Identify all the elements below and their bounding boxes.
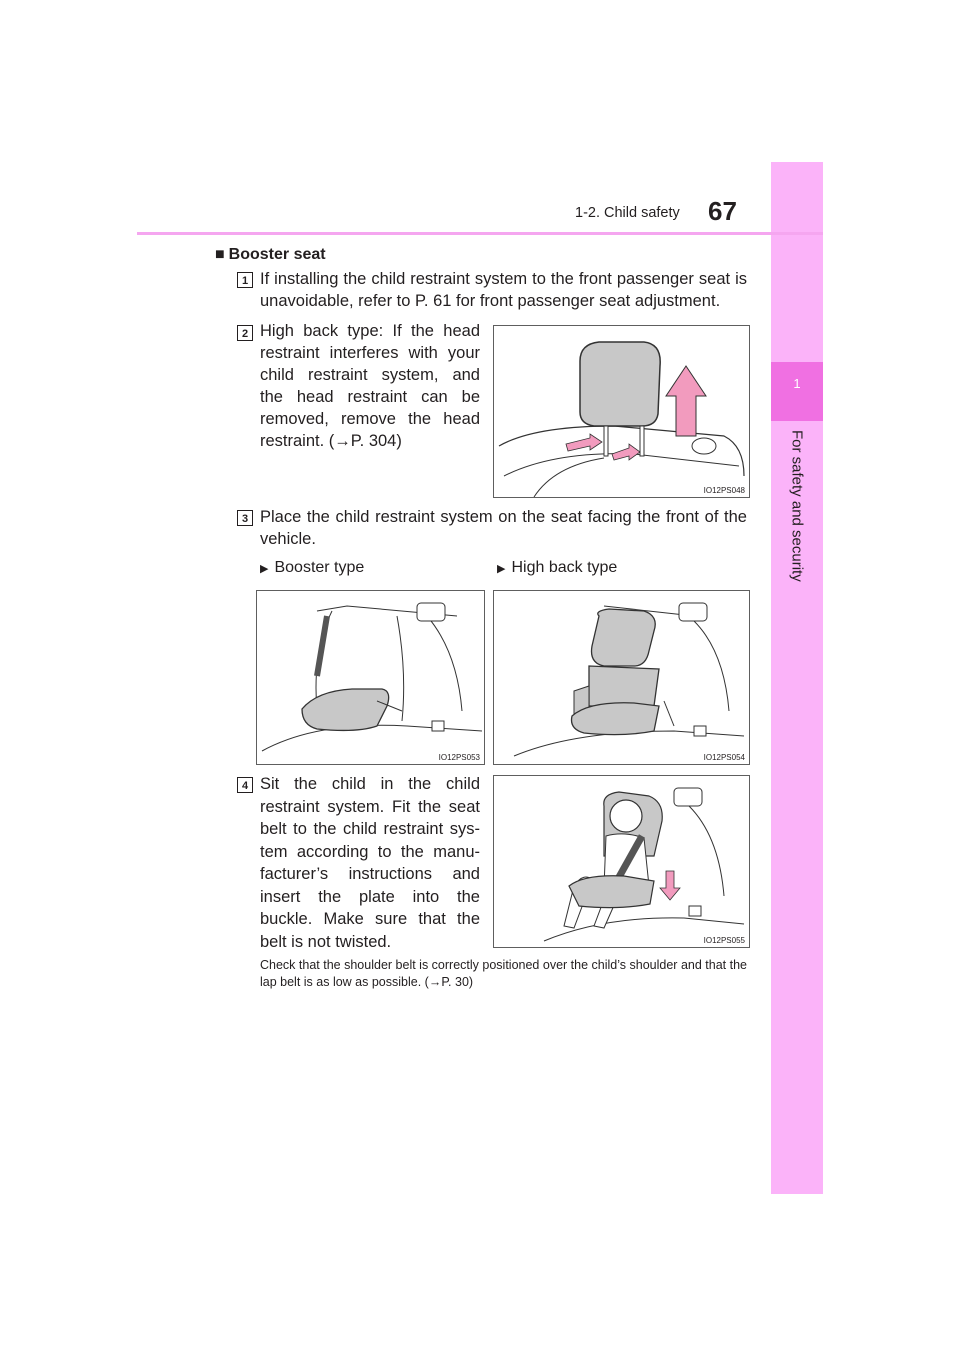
figure-id-1: IO12PS048 <box>703 486 745 495</box>
figure-id-2: IO12PS053 <box>438 753 480 762</box>
booster-seat-illustration <box>261 602 483 752</box>
section-marker: ■ <box>215 246 225 263</box>
page-number: 67 <box>708 196 737 226</box>
section-header: 1-2. Child safety <box>575 205 680 221</box>
step-number-4: 4 <box>237 777 253 793</box>
step-number-3: 3 <box>237 510 253 526</box>
figure-child-seated: IO12PS055 <box>493 775 750 948</box>
step-number-2: 2 <box>237 325 253 341</box>
head-restraint-illustration <box>498 341 745 498</box>
figure-head-restraint: IO12PS048 <box>493 325 750 498</box>
figure-booster-type: IO12PS053 <box>256 590 485 765</box>
chapter-number-badge <box>771 362 823 421</box>
figure-id-4: IO12PS055 <box>703 936 745 945</box>
header-rule <box>137 232 823 235</box>
step-4-text: Sit the child in the child restraint sys… <box>260 775 480 951</box>
figure-id-3: IO12PS054 <box>703 753 745 762</box>
chapter-number: 1 <box>793 376 801 391</box>
triangle-bullet-icon: ▶ <box>497 563 506 575</box>
step-3-text: Place the child restraint system on the … <box>260 508 747 548</box>
step-number-1: 1 <box>237 272 253 288</box>
section-title: ■Booster seat <box>215 246 326 263</box>
step-1-text: If installing the child restraint system… <box>260 270 747 310</box>
bullet-high-back-type: ▶High back type <box>497 559 618 576</box>
chapter-title: For safety and security <box>788 430 806 582</box>
note-text: Check that the shoulder belt is correctl… <box>260 958 747 989</box>
triangle-bullet-icon: ▶ <box>260 563 269 575</box>
high-back-seat-illustration <box>513 602 745 757</box>
chapter-side-tab <box>771 162 823 1194</box>
child-seated-illustration <box>543 787 745 942</box>
bullet-booster-type: ▶Booster type <box>260 559 365 576</box>
step-2-text: High back type: If the head restraint in… <box>260 322 480 450</box>
figure-high-back-type: IO12PS054 <box>493 590 750 765</box>
